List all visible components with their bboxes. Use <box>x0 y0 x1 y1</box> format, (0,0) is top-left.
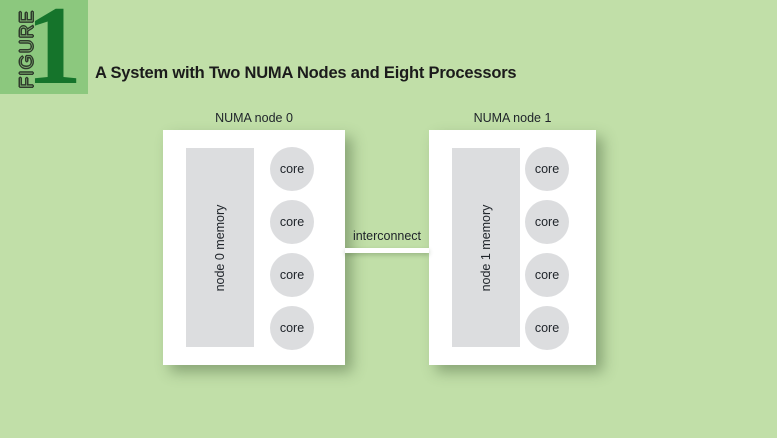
node-1-memory-block: node 1 memory <box>452 148 520 347</box>
interconnect-label: interconnect <box>352 229 422 243</box>
node-0-core-0: core <box>270 147 314 191</box>
node-1-core-0: core <box>525 147 569 191</box>
node-1-memory-label: node 1 memory <box>479 204 493 291</box>
node-1-core-3: core <box>525 306 569 350</box>
node-1-core-column: core core core core <box>525 147 569 350</box>
node-caption-1: NUMA node 1 <box>473 111 552 125</box>
node-0-core-1: core <box>270 200 314 244</box>
node-0-core-3: core <box>270 306 314 350</box>
figure-title: A System with Two NUMA Nodes and Eight P… <box>95 64 517 82</box>
figure-number: 1 <box>26 0 82 108</box>
numa-node-1-panel: node 1 memory core core core core <box>429 130 596 365</box>
node-caption-0: NUMA node 0 <box>215 111 293 125</box>
node-0-memory-block: node 0 memory <box>186 148 254 347</box>
interconnect-line <box>345 248 429 253</box>
node-0-memory-label: node 0 memory <box>213 204 227 291</box>
node-1-core-1: core <box>525 200 569 244</box>
node-0-core-2: core <box>270 253 314 297</box>
numa-node-0-panel: node 0 memory core core core core <box>163 130 345 365</box>
figure-banner: FIGURE 1 <box>0 0 88 102</box>
node-1-core-2: core <box>525 253 569 297</box>
node-0-core-column: core core core core <box>270 147 314 350</box>
